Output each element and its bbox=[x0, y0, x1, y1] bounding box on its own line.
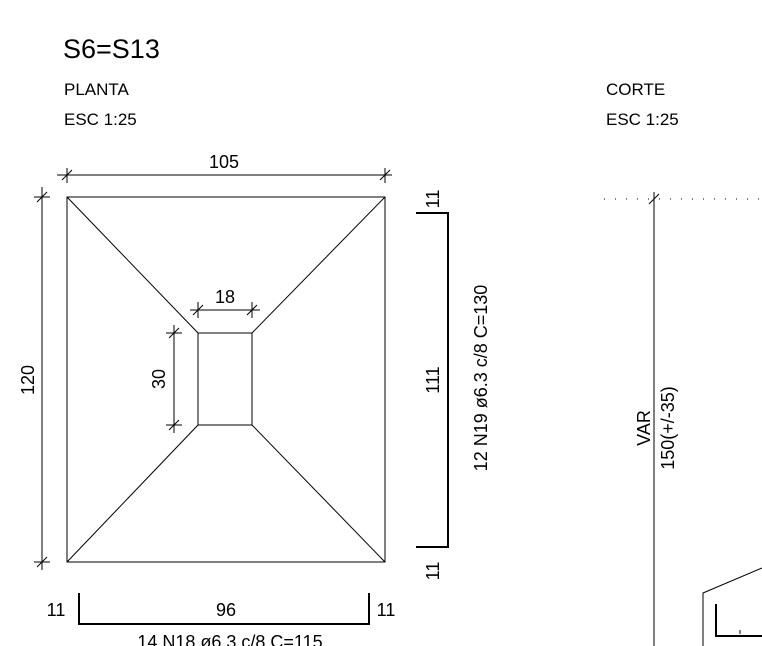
rebar-n18: 11 96 11 14 N18 ø6.3 c/8 C=115 bbox=[47, 593, 396, 646]
rebar-n19-spec: 12 N19 ø6.3 c/8 C=130 bbox=[471, 285, 491, 472]
column-depth-dimension: 30 bbox=[149, 325, 182, 433]
section-drawing: VAR 150(+/-35) bbox=[604, 192, 762, 646]
slope-line-top-right bbox=[251, 196, 386, 334]
height-dimension: 120 bbox=[18, 187, 50, 570]
footing-plan bbox=[66, 196, 386, 563]
plan-scale: ESC 1:25 bbox=[64, 110, 137, 129]
footing-outline bbox=[66, 196, 386, 563]
rebar-n18-length: 96 bbox=[216, 600, 236, 620]
section-rebar bbox=[715, 604, 762, 637]
column-width-dimension: 18 bbox=[190, 287, 260, 318]
rebar-n19-bar bbox=[416, 212, 449, 548]
rebar-n18-hook-left: 11 bbox=[47, 600, 66, 620]
section-footing-outline bbox=[702, 567, 762, 646]
rebar-n18-bar bbox=[78, 593, 370, 625]
column-depth-text: 30 bbox=[149, 369, 169, 389]
section-scale: ESC 1:25 bbox=[606, 110, 679, 129]
width-dim-text: 105 bbox=[209, 152, 239, 172]
drawing-title: S6=S13 bbox=[63, 34, 160, 64]
rebar-n19-hook-bottom: 11 bbox=[423, 562, 443, 581]
slope-line-bottom-left bbox=[66, 424, 199, 563]
slope-line-bottom-right bbox=[251, 424, 386, 563]
plan-label: PLANTA bbox=[64, 80, 130, 99]
width-dimension: 105 bbox=[57, 152, 392, 183]
height-dim-text: 120 bbox=[18, 365, 38, 395]
rebar-n19-hook-top: 11 bbox=[423, 190, 443, 209]
rebar-n19: 11 111 11 12 N19 ø6.3 c/8 C=130 bbox=[416, 190, 491, 581]
slope-line-top-left bbox=[66, 196, 199, 334]
section-var-text: VAR bbox=[634, 410, 654, 446]
column-width-text: 18 bbox=[215, 287, 235, 307]
rebar-n18-hook-right: 11 bbox=[377, 600, 396, 620]
section-depth-text: 150(+/-35) bbox=[658, 386, 678, 470]
rebar-n18-spec: 14 N18 ø6.3 c/8 C=115 bbox=[137, 632, 322, 646]
section-label: CORTE bbox=[606, 80, 665, 99]
rebar-n19-length: 111 bbox=[423, 366, 443, 393]
column-outline bbox=[197, 332, 253, 426]
